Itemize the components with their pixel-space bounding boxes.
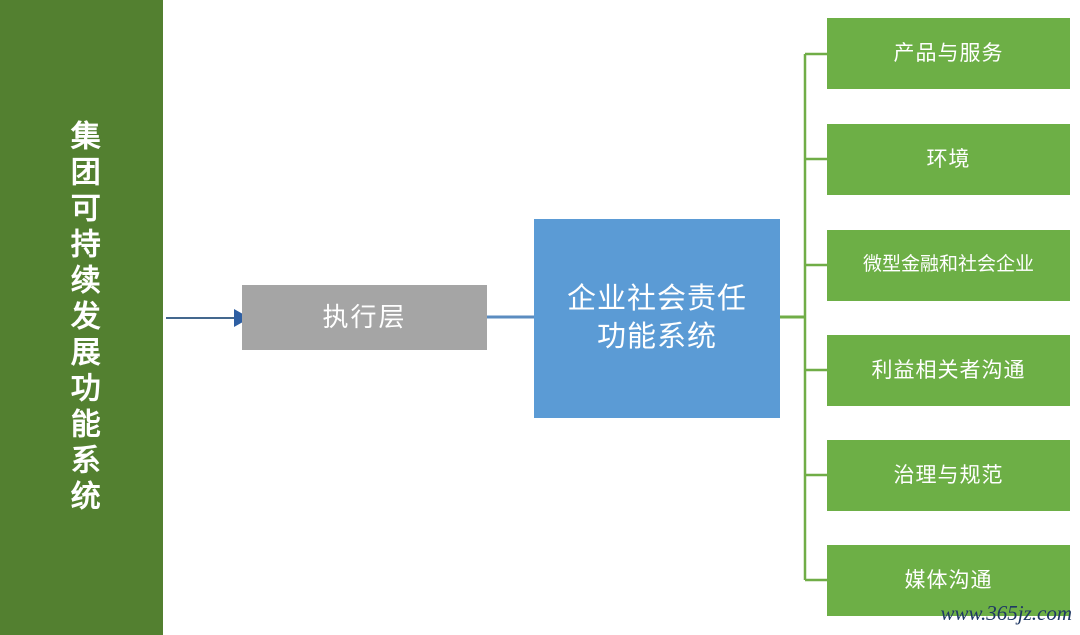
branch-node-2[interactable]: 环境 xyxy=(827,124,1070,195)
node-csr-function-system-text: 企业社会责任 功能系统 xyxy=(567,281,747,356)
branch-node-4-label: 利益相关者沟通 xyxy=(871,358,1026,382)
branch-node-4[interactable]: 利益相关者沟通 xyxy=(827,335,1070,406)
branch-node-6-label: 媒体沟通 xyxy=(904,568,993,592)
branch-node-1[interactable]: 产品与服务 xyxy=(827,18,1070,89)
branch-node-5-label: 治理与规范 xyxy=(893,463,1004,487)
node-execution-layer-label: 执行层 xyxy=(322,301,407,332)
title-band-label: 集团可持续发展功能系统 xyxy=(65,119,99,516)
title-band: 集团可持续发展功能系统 xyxy=(0,0,163,635)
node-csr-line-2: 功能系统 xyxy=(596,320,717,353)
branch-node-3[interactable]: 微型金融和社会企业 xyxy=(827,230,1070,301)
branch-node-2-label: 环境 xyxy=(926,147,971,171)
node-execution-layer[interactable]: 执行层 xyxy=(242,285,487,350)
node-csr-line-1: 企业社会责任 xyxy=(566,282,747,315)
branch-node-1-label: 产品与服务 xyxy=(893,41,1004,65)
branch-node-5[interactable]: 治理与规范 xyxy=(827,440,1070,511)
branch-node-6[interactable]: 媒体沟通 xyxy=(827,545,1070,616)
node-csr-function-system[interactable]: 企业社会责任 功能系统 xyxy=(534,219,780,418)
watermark: www.365jz.com xyxy=(940,601,1072,625)
branch-node-3-label: 微型金融和社会企业 xyxy=(862,254,1034,276)
